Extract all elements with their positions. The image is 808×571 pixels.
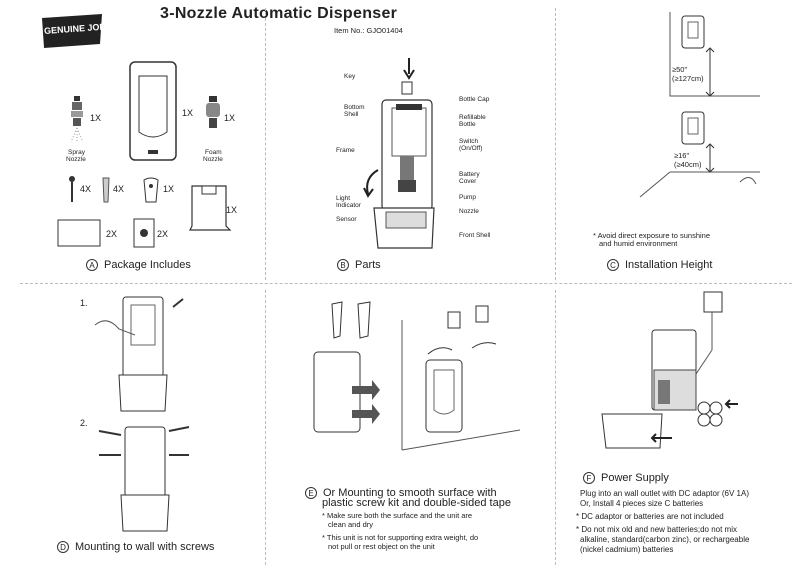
screw-icon [69,176,75,202]
height-lower: ≥16" [674,151,690,160]
height-upper: ≥50" [672,65,688,74]
divider-v4 [555,290,556,565]
mounting-step1-diagram [94,296,184,412]
part-pump: Pump [459,194,476,201]
divider-v3 [265,290,266,565]
power-line-2: Or, Install 4 pieces size C batteries [580,499,704,508]
spray-nozzle-icon [70,96,84,143]
part-bottle-cap: Bottle Cap [459,96,490,103]
smooth-mount-diagram [313,351,380,433]
part-front-shell: Front Shell [459,232,491,239]
section-e-heading: E Or Mounting to smooth surface with [305,487,497,499]
tape-icon [57,219,101,247]
badge-d: D [57,541,69,553]
part-nozzle: Nozzle [459,208,479,215]
step-1: 1. [80,298,88,308]
item-number: Item No.: GJO01404 [334,26,403,35]
divider-h [20,283,792,284]
power-line-4: * Do not mix old and new batteries;do no… [576,525,737,534]
section-c-label: Installation Height [625,259,713,271]
page-title: 3-Nozzle Automatic Dispenser [160,5,398,22]
power-line-1: Plug into an wall outlet with DC adaptor… [580,489,749,498]
mounting-step2-diagram [98,426,190,532]
section-f-heading: F Power Supply [583,472,669,484]
wall-mount-diagram [401,305,521,451]
step-2: 2. [80,418,88,428]
logo-badge [42,14,102,48]
section-e-label-2: plastic screw kit and double-sided tape [322,497,511,509]
section-f-label: Power Supply [601,472,669,484]
key-icon [143,177,159,203]
section-d-heading: D Mounting to wall with screws [57,541,214,553]
badge-c: C [607,259,619,271]
bottle-holder-icon [189,185,232,231]
section-c-heading: C Installation Height [607,259,712,271]
section-d-label: Mounting to wall with screws [75,541,215,553]
part-refill-2: Bottle [459,121,476,128]
height-lower-cm: (≥40cm) [674,160,702,169]
power-line-5: alkaline, standard(carbon zinc), or rech… [580,535,750,544]
parts-diagram [373,81,435,249]
dispenser-count: 1X [182,108,194,118]
smooth-note-2b: not pull or rest object on the unit [328,542,435,551]
mount-plate-icon [133,218,155,248]
foam-label-2: Nozzle [203,156,223,163]
part-sensor: Sensor [336,216,357,223]
holder-count: 1X [226,205,238,215]
part-bottom-shell: Bottom [344,104,365,111]
smooth-note-1b: clean and dry [328,520,374,529]
dispenser-icon [129,61,177,161]
part-light: Light [336,195,351,202]
part-light-2: Indicator [336,202,361,209]
part-bottom-shell-2: Shell [344,111,359,118]
part-battery-2: Cover [459,178,477,185]
anchor-icon [102,177,110,203]
smooth-note-1a: * Make sure both the surface and the uni… [322,511,473,520]
brand-logo: GENUINE JOE [40,14,106,48]
power-line-3: * DC adaptor or batteries are not includ… [576,512,724,521]
section-a-heading: A Package Includes [86,259,191,271]
plastic-screw-kit-icon [331,301,371,339]
badge-a: A [86,259,98,271]
foam-label: Foam [205,149,222,156]
section-b-heading: B Parts [337,259,381,271]
badge-b: B [337,259,349,271]
divider-v1 [265,8,266,280]
badge-e: E [305,487,317,499]
install-note-1: * Avoid direct exposure to sunshine [593,231,711,240]
spray-label-2: Nozzle [66,156,86,163]
part-switch: Switch [459,138,479,145]
key-count: 1X [163,184,175,194]
screw-count: 4X [80,184,92,194]
install-note-2: and humid environment [599,239,678,248]
plate-count: 2X [157,229,169,239]
part-key: Key [344,73,356,80]
height-upper-cm: (≥127cm) [672,74,704,83]
part-refill: Refillable [459,114,486,121]
tape-count: 2X [106,229,118,239]
rotate-arrow-icon [363,169,379,198]
power-line-6: (nickel cadmium) batteries [580,545,674,554]
part-frame: Frame [336,147,355,154]
spray-label: Spray [68,149,85,156]
badge-f: F [583,472,595,484]
power-diagram [601,291,738,449]
installation-diagram [639,12,760,198]
part-switch-2: (On/Off) [459,145,483,152]
section-b-label: Parts [355,259,381,271]
down-arrow-icon [403,58,415,80]
foam-nozzle-icon [206,96,220,128]
part-battery: Battery [459,171,480,178]
divider-v2 [555,8,556,280]
section-a-label: Package Includes [104,259,191,271]
section-e-label: Or Mounting to smooth surface with [323,487,497,499]
anchor-count: 4X [113,184,125,194]
spray-count: 1X [90,113,102,123]
foam-count: 1X [224,113,236,123]
smooth-note-2a: * This unit is not for supporting extra … [322,533,479,542]
